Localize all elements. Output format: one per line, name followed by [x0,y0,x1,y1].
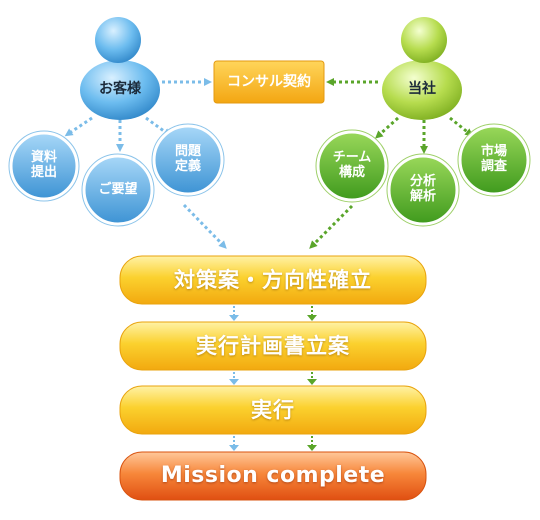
client-to-plan-arrow [182,203,227,249]
client-label: お客様 [99,80,141,97]
client-item-requests: ご要望 [98,181,138,197]
company-item-circle [458,124,530,196]
client-item-circle [9,131,79,201]
step-bar [119,255,427,305]
step-label-plan: 実行計画書立案 [196,333,350,358]
step-connector-arrows [229,306,317,451]
final-step-bar [119,451,427,501]
client-item-circle [82,154,154,226]
company-item-circle [387,154,459,226]
company-item-circle [316,130,388,202]
contract-label: コンサル契約 [227,73,311,90]
company-item-team: チーム 構成 [332,150,372,180]
company-label: 当社 [408,80,436,97]
step-bar [119,385,427,435]
client-branch-arrow [64,116,93,137]
company-person-icon [382,17,462,120]
company-branch-arrow [375,116,400,139]
contract-box [213,60,325,104]
client-item-circle [152,124,224,196]
client-branch-arrow [145,116,172,137]
company-branch-arrow [449,116,474,137]
company-item-market: 市場 調査 [480,144,507,174]
company-to-plan-arrow [309,204,354,249]
client-item-documents: 資料 提出 [30,150,57,180]
client-item-problem: 問題 定義 [174,144,201,174]
step-bar [119,321,427,371]
company-item-analysis: 分析 解析 [409,174,436,204]
client-person-icon [80,17,160,120]
step-label-execute: 実行 [251,397,295,422]
step-label-strategy: 対策案・方向性確立 [174,267,372,292]
step-label-complete: Mission complete [160,463,386,489]
